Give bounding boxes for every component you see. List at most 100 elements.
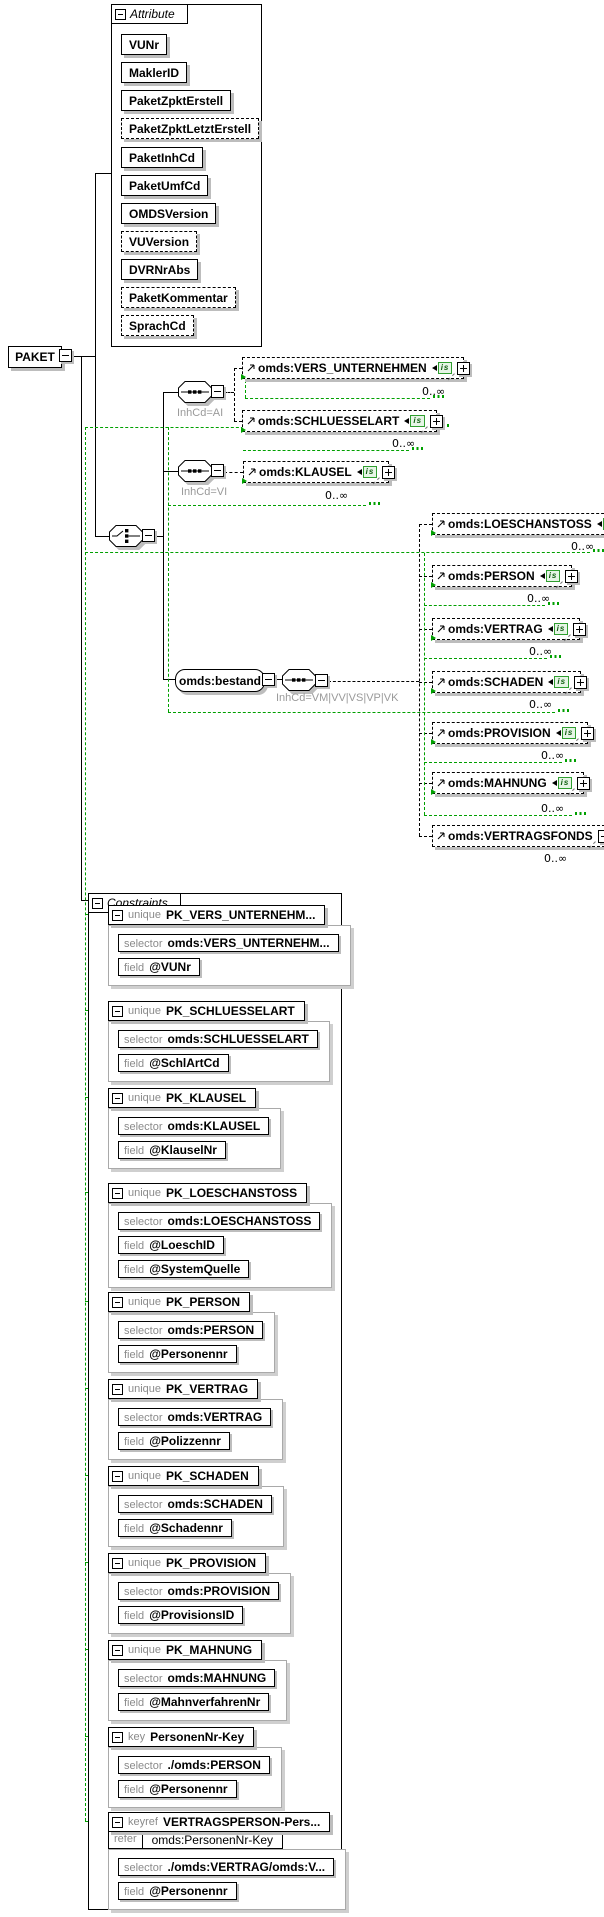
constraint-entry-arrow bbox=[431, 582, 436, 588]
expand-icon[interactable] bbox=[382, 465, 396, 479]
selector-row[interactable]: selector ./omds:VERTRAG/omds:V... bbox=[118, 1858, 335, 1876]
element-omds-bestand[interactable]: omds:bestand bbox=[175, 669, 265, 692]
element-omds-provision[interactable]: omds:PROVISION is bbox=[431, 722, 595, 745]
constraint-header[interactable]: unique PK_PERSON bbox=[108, 1292, 251, 1312]
constraint-header[interactable]: unique PK_VERTRAG bbox=[108, 1379, 259, 1399]
collapse-icon[interactable] bbox=[92, 897, 103, 909]
collapse-icon[interactable] bbox=[142, 529, 155, 542]
field-row[interactable]: field @MahnverfahrenNr bbox=[118, 1693, 270, 1711]
attribute-omdsversion[interactable]: OMDSVersion bbox=[121, 203, 217, 224]
tree-line-dashed bbox=[234, 368, 235, 421]
constraint-header[interactable]: unique PK_VERS_UNTERNEHM... bbox=[108, 905, 326, 925]
element-omds-loeschanstoss[interactable]: omds:LOESCHANSTOSS is bbox=[431, 513, 604, 536]
element-omds-vers-unternehmen[interactable]: omds:VERS_UNTERNEHMEN is bbox=[241, 357, 471, 380]
field-row[interactable]: field @LoeschID bbox=[118, 1236, 224, 1254]
constraint-header[interactable]: unique PK_SCHADEN bbox=[108, 1466, 259, 1486]
element-omds-vertrag[interactable]: omds:VERTRAG is bbox=[431, 618, 587, 641]
choice-compositor[interactable] bbox=[109, 525, 143, 547]
expand-icon[interactable] bbox=[577, 776, 591, 790]
constraint-header[interactable]: unique PK_LOESCHANSTOSS bbox=[108, 1183, 308, 1203]
field-row[interactable]: field @Personennr bbox=[118, 1882, 237, 1900]
identity-constraint-icon: is bbox=[547, 623, 569, 635]
element-paket[interactable]: PAKET bbox=[8, 346, 62, 368]
expand-icon[interactable] bbox=[597, 829, 604, 843]
selector-row[interactable]: selector omds:SCHADEN bbox=[118, 1495, 272, 1513]
constraint-body: selector omds:VERTRAG field @Polizzennr bbox=[108, 1399, 284, 1460]
expand-icon[interactable] bbox=[574, 675, 588, 689]
selector-row[interactable]: selector omds:SCHLUESSELART bbox=[118, 1030, 318, 1048]
attribute-paketkommentar[interactable]: PaketKommentar bbox=[121, 287, 236, 308]
collapse-icon[interactable] bbox=[112, 909, 123, 921]
collapse-icon[interactable] bbox=[112, 1187, 123, 1199]
collapse-icon[interactable] bbox=[112, 1816, 123, 1828]
element-omds-vertragsfonds[interactable]: omds:VERTRAGSFONDS bbox=[432, 825, 604, 847]
field-row[interactable]: field @SchlArtCd bbox=[118, 1054, 229, 1072]
constraint-link-dots bbox=[412, 447, 424, 450]
collapse-icon[interactable] bbox=[315, 674, 328, 687]
field-row[interactable]: field @Personennr bbox=[118, 1780, 237, 1798]
element-omds-schaden[interactable]: omds:SCHADEN is bbox=[431, 671, 588, 694]
field-row[interactable]: field @Schadennr bbox=[118, 1519, 232, 1537]
collapse-icon[interactable] bbox=[262, 673, 275, 686]
selector-row[interactable]: selector ./omds:PERSON bbox=[118, 1756, 270, 1774]
constraint-header[interactable]: key PersonenNr-Key bbox=[108, 1727, 255, 1747]
field-row[interactable]: field @VUNr bbox=[118, 958, 200, 976]
expand-icon[interactable] bbox=[573, 622, 587, 636]
selector-row[interactable]: selector omds:PERSON bbox=[118, 1321, 264, 1339]
constraint-header[interactable]: unique PK_MAHNUNG bbox=[108, 1640, 263, 1660]
sequence-compositor[interactable] bbox=[282, 669, 316, 691]
field-row[interactable]: field @ProvisionsID bbox=[118, 1606, 244, 1624]
field-row[interactable]: field @Polizzennr bbox=[118, 1432, 230, 1450]
constraint-link-line bbox=[245, 380, 246, 398]
selector-row[interactable]: selector omds:KLAUSEL bbox=[118, 1117, 270, 1135]
collapse-icon[interactable] bbox=[112, 1470, 123, 1482]
attribute-maklerid[interactable]: MaklerID bbox=[121, 62, 188, 83]
tree-line bbox=[163, 679, 175, 680]
collapse-icon[interactable] bbox=[112, 1731, 123, 1743]
attribute-dvrnrabs[interactable]: DVRNrAbs bbox=[121, 259, 199, 280]
collapse-icon[interactable] bbox=[115, 8, 126, 20]
element-omds-person[interactable]: omds:PERSON is bbox=[431, 565, 579, 588]
selector-row[interactable]: selector omds:MAHNUNG bbox=[118, 1669, 276, 1687]
expand-icon[interactable] bbox=[581, 726, 595, 740]
collapse-icon[interactable] bbox=[211, 464, 224, 477]
attribute-vunr[interactable]: VUNr bbox=[121, 34, 168, 55]
collapse-icon[interactable] bbox=[211, 385, 224, 398]
field-row[interactable]: field @Personennr bbox=[118, 1345, 237, 1363]
attribute-paketinhcd[interactable]: PaketInhCd bbox=[121, 147, 204, 168]
attribute-sprachcd[interactable]: SprachCd bbox=[121, 315, 194, 336]
element-omds-mahnung[interactable]: omds:MAHNUNG is bbox=[431, 772, 591, 795]
collapse-icon[interactable] bbox=[112, 1092, 123, 1104]
refer-row[interactable]: refer omds:PersonenNr-Key bbox=[108, 1832, 284, 1849]
expand-icon[interactable] bbox=[565, 569, 579, 583]
field-row[interactable]: field @KlauselNr bbox=[118, 1141, 226, 1159]
attribute-paketzpkterstell[interactable]: PaketZpktErstell bbox=[121, 90, 232, 111]
collapse-icon[interactable] bbox=[112, 1383, 123, 1395]
constraint-header[interactable]: unique PK_PROVISION bbox=[108, 1553, 267, 1573]
attribute-paketzpktletzterstell[interactable]: PaketZpktLetztErstell bbox=[121, 118, 260, 139]
element-omds-schluesselart[interactable]: omds:SCHLUESSELART is bbox=[241, 410, 444, 433]
sequence-compositor[interactable] bbox=[178, 381, 212, 403]
collapse-icon[interactable] bbox=[112, 1644, 123, 1656]
selector-row[interactable]: selector omds:VERTRAG bbox=[118, 1408, 272, 1426]
constraint-header[interactable]: unique PK_SCHLUESSELART bbox=[108, 1001, 305, 1021]
constraint-header[interactable]: keyref VERTRAGSPERSON-Pers... bbox=[108, 1812, 331, 1832]
field-row[interactable]: field @SystemQuelle bbox=[118, 1260, 250, 1278]
collapse-icon[interactable] bbox=[59, 349, 72, 362]
constraint-header[interactable]: unique PK_KLAUSEL bbox=[108, 1088, 257, 1108]
collapse-icon[interactable] bbox=[112, 1296, 123, 1308]
element-omds-klausel[interactable]: omds:KLAUSEL is bbox=[242, 461, 396, 484]
tree-line-dashed bbox=[328, 681, 419, 682]
attribute-paketumfcd[interactable]: PaketUmfCd bbox=[121, 175, 209, 196]
selector-row[interactable]: selector omds:LOESCHANSTOSS bbox=[118, 1212, 321, 1230]
constraint-link-line bbox=[424, 658, 547, 659]
expand-icon[interactable] bbox=[457, 361, 471, 375]
collapse-icon[interactable] bbox=[112, 1557, 123, 1569]
collapse-icon[interactable] bbox=[112, 1005, 123, 1017]
sequence-compositor[interactable] bbox=[178, 460, 212, 482]
attribute-vuversion[interactable]: VUVersion bbox=[121, 231, 198, 252]
reference-arrow-icon bbox=[436, 571, 446, 581]
selector-row[interactable]: selector omds:VERS_UNTERNEHM... bbox=[118, 934, 339, 952]
expand-icon[interactable] bbox=[430, 414, 444, 428]
selector-row[interactable]: selector omds:PROVISION bbox=[118, 1582, 280, 1600]
